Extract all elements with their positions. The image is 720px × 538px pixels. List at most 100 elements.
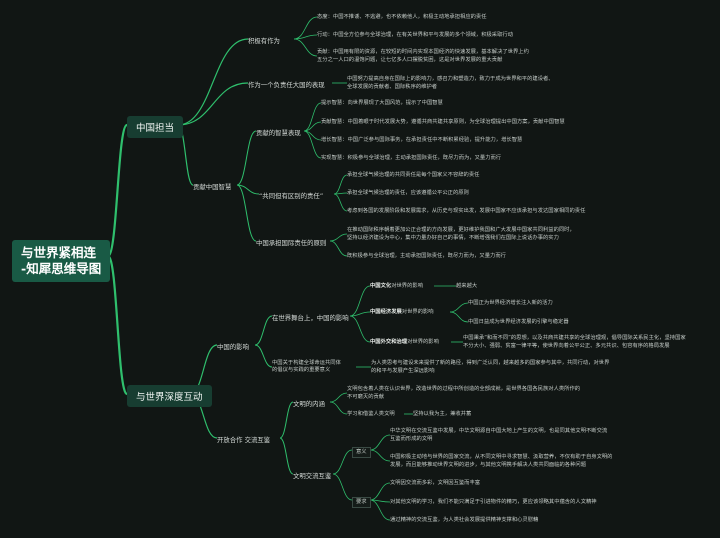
economy-text: 对世界的影响 [401,309,434,315]
leaf-destiny-1: 为人类思考与建设未来提供了新的路径，得到广泛认同，越来越多的国家参与其中，共同行… [371,360,610,366]
culture-title: 中国文化 [370,283,392,289]
link-china-active [177,38,249,126]
link-growing-culture [349,285,371,317]
link-china-responsible [177,82,249,126]
link-influence-destiny [254,344,273,368]
leaf-economy-1: 中国正为世界经济增长注入新的活力 [468,300,553,306]
leaf-culture-growing: 越来越大 [456,283,478,289]
node-civilization-exchange[interactable]: 文明交流互鉴 [293,472,332,480]
link-root-china [106,123,129,258]
link-growing-economy [349,311,371,317]
link-wisdom-intl [236,184,257,242]
link-intl-leaf-1 [329,240,348,257]
link-contrib-leaf-1 [303,121,322,132]
link-active-leaf-0 [293,16,318,40]
leaf-civilization-2: 不可磨灭的贡献 [347,394,385,400]
leaf-common-1: 承担全球气候治理的共同责任是每个国家义不容辞的责任 [347,172,480,178]
link-root-world [106,254,129,396]
leaf-economy-2: 中国日益成为世界经济发展的引擎与稳定器 [468,319,569,325]
node-common-responsibility[interactable]: “共同但有区别的责任” [259,192,324,200]
link-wisdom-common [236,184,260,195]
link-contrib-leaf-3 [303,130,322,159]
link-content-leaf [329,392,348,403]
link-common-leaf-0 [333,174,348,195]
leaf-wisdom-grow: 增长智慧：中国广泛参与国际事务，在承担责任中不断积累经验，提升能力，增长智慧 [321,137,523,143]
link-active-leaf-2 [293,38,318,57]
node-intl-principle[interactable]: 中国承担国际责任的原则 [256,239,327,247]
leaf-gov-2: 不分大小、强弱、贫富一律平等，使世界向着公平公正、多元共识、包容有序的格局发展 [463,343,670,349]
root-title: 与世界紧相连 [21,245,97,260]
link-influence-growing [254,315,273,346]
leaf-action: 行动：中国全方位参与全球治理，在有关世界和平与发展的多个领域，积极采取行动 [317,32,513,38]
node-meaning[interactable]: 意义 [352,447,371,459]
root-subtitle: -知犀思维导图 [21,261,102,276]
leaf-common-2: 承担全球气候治理的责任，应该遵循公平公正的原则 [347,190,469,196]
destiny-label-1: 中国关于构建全球命运共同体 [272,360,341,366]
gov-text: 对世界的影响 [407,339,439,345]
leaf-attitude: 态度：中国不推诿、不逃避，也不依赖他人，积极主动地承担相应的责任 [317,14,487,20]
link-common-leaf-1 [333,192,348,195]
branch-world-interaction[interactable]: 与世界深度互动 [127,385,212,407]
node-china-wisdom[interactable]: 贡献中国智慧 [193,183,232,191]
culture-text: 对世界的影响 [391,283,423,289]
leaf-wisdom-contribute: 贡献智慧：中国着眼于时代发展大势，遵循共商共建共享原则，为全球治理提出中国方案，… [321,119,565,125]
link-intl-leaf-0 [329,233,348,242]
leaf-meaning-2: 互鉴而形成的文明 [390,436,433,442]
link-content-learn [329,401,348,415]
leaf-civilization-1: 文明包含着人类在认识世界，改造世界的过程中所创造的全部成就，是世界各国各民族对人… [347,386,581,392]
leaf-meaning-1: 中华文明在交流互鉴中发展，中华文明源自中国大地上产生的文明，也是同其他文明不断交… [390,428,608,434]
link-active-leaf-1 [293,34,318,40]
leaf-wisdom-realize: 实现智慧：积极参与全球治理，主动承担国际责任，既尽力而为，又量力而行 [321,155,502,161]
node-world-stage[interactable]: 在世界舞台上，中国的影响 [272,314,349,322]
node-civilization-content[interactable]: 文明的内涵 [293,400,325,408]
node-learn-civilization[interactable]: 学习和借鉴人类文明 [347,411,395,417]
link-meaning-leaf-0 [369,434,391,451]
node-governance-influence[interactable]: 中国外交和治理对世界的影响 [370,339,439,346]
link-mutual-meaning [332,449,353,475]
link-common-leaf-2 [333,193,348,212]
leaf-contribution-1: 贡献：中国用有限的资源，在较短的时间内实现本国经济的快速发展，基本解决了世界上约 [317,49,529,55]
link-economy-leaf-0 [449,302,469,313]
link-contrib-leaf-0 [303,102,322,132]
leaf-wisdom-show: 提示智慧：向世界展现了大国风范，提示了中国智慧 [321,100,443,106]
node-common-destiny[interactable]: 中国关于构建全球命运共同体 的倡议与实践的重要意义 [272,360,341,375]
leaf-contribution-2: 五分之一人口的温饱问题，让七亿多人口摆脱贫困，这是对世界发展的重大贡献 [317,57,503,63]
leaf-destiny-2: 的和平与发展产生深远影响 [371,368,435,374]
root-node[interactable]: 与世界紧相连 -知犀思维导图 [12,240,111,282]
leaf-intl-2: 坚持以经济建设为中心，集中力量办好自己的事情，不断增强我们在国际上说话办事的实力 [347,235,559,241]
leaf-require-1: 文明因交流而多彩，文明因互鉴而丰富 [390,480,481,486]
link-require-leaf-2 [369,499,391,521]
leaf-require-3: 通过精神的交流互鉴，为人类社会发展提供精神支撑和心灵慰藉 [390,517,539,523]
destiny-label-2: 的倡议与实践的重要意义 [272,367,331,374]
leaf-responsible-1: 中国努力提高自身在国际上的影响力，感召力和塑造力，致力于成为世界和平的建设者、 [347,76,554,82]
node-requirement[interactable]: 要求 [352,497,371,509]
link-growing-gov [349,315,371,343]
link-exchange-content [279,401,294,439]
leaf-common-3: 考虑到各国的发展阶段和发展需求，从历史与现实出发，发展中国家不应该承担与发达国家… [347,208,586,214]
economy-title: 中国经济发展 [370,309,402,315]
leaf-require-2: 对其他文明的学习，我们不能只满足于引进物件的精巧，更应该领略其中蕴含的人文精神 [390,499,597,505]
link-require-leaf-0 [369,482,391,501]
node-economy-influence[interactable]: 中国经济发展对世界的影响 [370,309,434,316]
leaf-intl-1: 在推动国际秩序朝着更加公正合理的方向发展，更好维护我国和广大发展中国家共同利益的… [347,227,575,233]
gov-title: 中国外交和治理 [370,339,408,345]
link-economy-leaf-1 [449,311,469,323]
leaf-responsible-2: 全球发展的贡献者、国际秩序的维护者 [347,84,438,90]
node-china-influence[interactable]: 中国的影响 [217,343,249,351]
branch-china-responsibility[interactable]: 中国担当 [127,116,184,138]
link-exchange-mutual [279,437,294,475]
leaf-meaning-4: 发展，而且能够推动世界文明的进步，与其他文明携手解决人类共同面临的各种问题 [390,462,586,468]
node-active-action[interactable]: 积极有作为 [248,37,280,45]
node-responsible-power[interactable]: 作为一个负责任大国的表现 [248,81,325,89]
link-mutual-require [332,473,353,501]
link-wisdom-contrib [236,130,257,186]
node-open-cooperation[interactable]: 开放合作 交流互鉴 [217,436,271,444]
node-culture-influence[interactable]: 中国文化对世界的影响 [370,283,423,290]
link-meaning-leaf-1 [369,449,391,462]
leaf-intl-3: 既积极参与全球治理，主动承担国际责任，既尽力而为，又量力而行 [347,253,506,259]
node-wisdom-performance[interactable]: 贡献的智慧表现 [256,129,301,137]
leaf-gov-1: 中国秉承“和而不同”的思想，以及共商共建共享的全球治理观，倡导国际关系民主化，坚… [463,335,686,341]
leaf-learn: 坚持以我为主，兼收并蓄 [413,411,472,417]
